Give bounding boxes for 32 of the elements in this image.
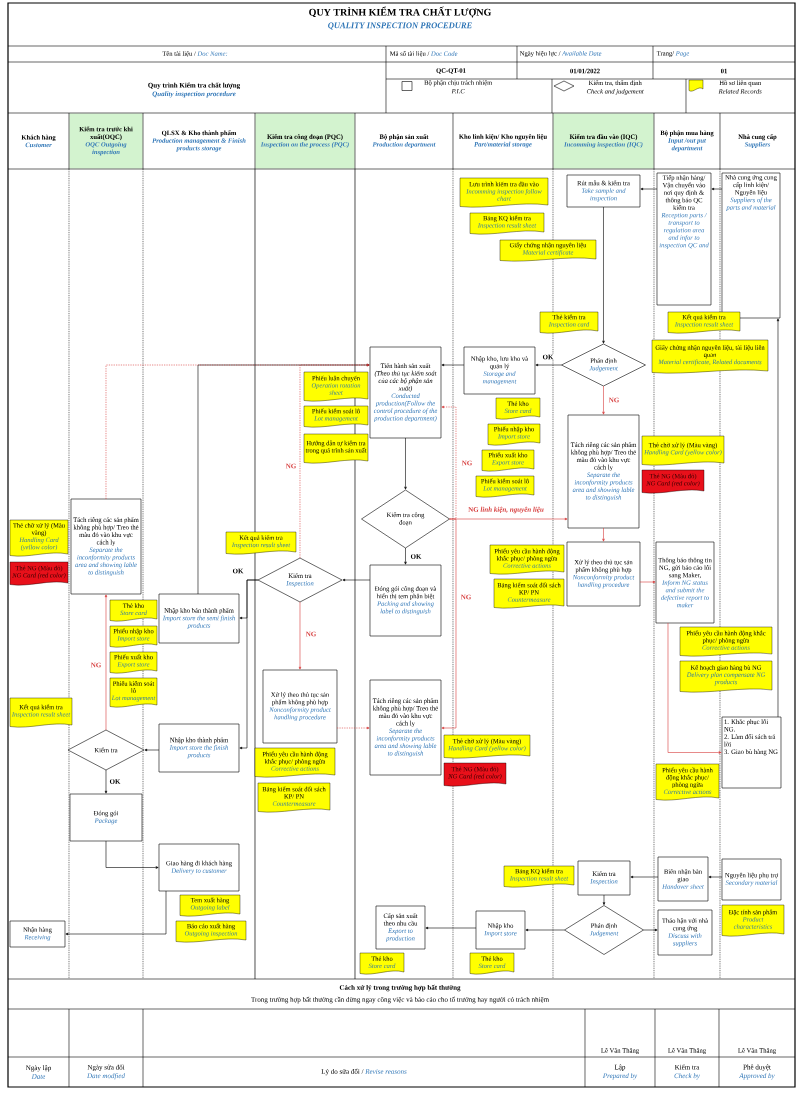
arrow <box>639 580 656 584</box>
arrow <box>708 875 723 879</box>
arrow <box>65 890 167 936</box>
arrow <box>643 928 658 932</box>
arrow <box>441 518 457 730</box>
arrow <box>602 206 605 344</box>
arrow <box>602 527 605 542</box>
arrow <box>425 926 477 930</box>
arrow <box>535 363 562 367</box>
arrow <box>640 187 658 191</box>
arrow <box>404 437 407 490</box>
arrow <box>776 318 780 718</box>
subtitle: QUALITY INSPECTION PROCEDURE <box>328 22 472 30</box>
title: QUY TRÌNH KIỂM TRA CHẤT LƯỢNG <box>309 6 492 18</box>
arrow <box>441 363 465 367</box>
arrow <box>144 748 160 752</box>
arrow <box>342 578 371 582</box>
arrow <box>667 622 722 754</box>
arrow <box>105 840 159 869</box>
arrow <box>104 769 108 794</box>
arrow <box>602 894 606 905</box>
arrow <box>441 405 457 520</box>
arrow <box>298 601 302 670</box>
arrow <box>630 875 659 879</box>
arrow <box>602 385 605 415</box>
arrow <box>104 594 108 731</box>
arrow <box>711 187 723 191</box>
arrow <box>336 726 370 730</box>
arrow <box>404 547 407 565</box>
arrow <box>525 928 565 932</box>
arrow <box>239 579 259 750</box>
arrow <box>105 363 370 500</box>
